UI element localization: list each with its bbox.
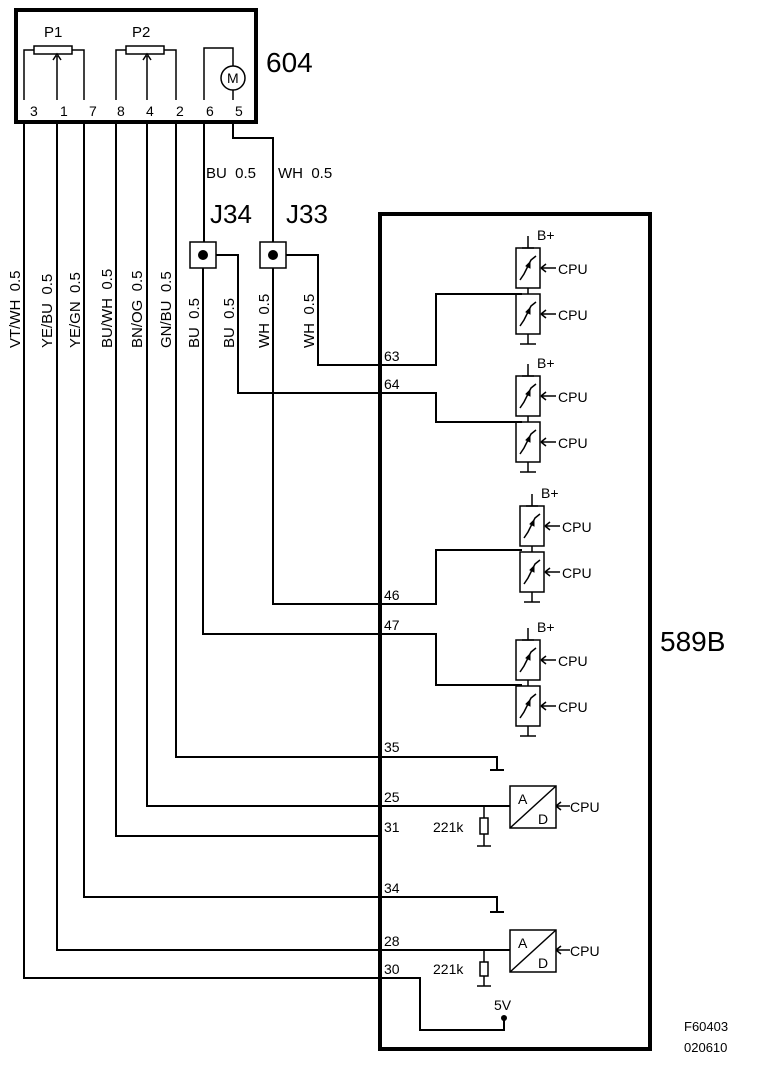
figure-date: 020610: [684, 1040, 727, 1055]
component-604-label: 604: [266, 47, 313, 78]
figure-reference: F60403 020610: [684, 1019, 728, 1055]
adc-1-d: D: [538, 811, 548, 827]
pins-589b: 63 64 46 47 35 25 31 34 28 30: [384, 348, 400, 977]
pin-34: 34: [384, 880, 400, 896]
cpu-label-3a: CPU: [562, 519, 592, 535]
supply-5v-label: 5V: [494, 997, 512, 1013]
wire-label-bu-top: BU 0.5: [206, 165, 256, 182]
cpu-label-1a: CPU: [558, 261, 588, 277]
junction-j34: J34: [189, 199, 252, 269]
wire-labels: BU 0.5 WH 0.5 VT/WH 0.5 YE/BU 0.5 YE/GN …: [7, 165, 332, 348]
cpu-label-3b: CPU: [562, 565, 592, 581]
pin-604-6: 6: [206, 103, 214, 119]
pin-46: 46: [384, 587, 400, 603]
potentiometer-p2: P2: [125, 24, 165, 68]
potentiometer-p1: P1: [33, 24, 73, 68]
pin-64: 64: [384, 376, 400, 392]
wire-label-vt-wh: VT/WH 0.5: [7, 270, 24, 348]
wires: [23, 122, 522, 1031]
wire-label-wh-1: WH 0.5: [256, 294, 273, 348]
wire-label-ye-gn: YE/GN 0.5: [67, 272, 84, 348]
pin-604-2: 2: [176, 103, 184, 119]
wire-label-bu-1: BU 0.5: [186, 298, 203, 348]
pin-28: 28: [384, 933, 400, 949]
wire-label-gn-bu: GN/BU 0.5: [158, 271, 175, 348]
wire-label-bu-2: BU 0.5: [221, 298, 238, 348]
adc-2-cpu: CPU: [570, 943, 600, 959]
pot1-label: P1: [44, 24, 62, 41]
cpu-label-2a: CPU: [558, 389, 588, 405]
wire-label-wh-top: WH 0.5: [278, 165, 332, 182]
pin-31: 31: [384, 819, 400, 835]
pin-47: 47: [384, 617, 400, 633]
figure-number: F60403: [684, 1019, 728, 1034]
wire-label-bn-og: BN/OG 0.5: [129, 270, 146, 348]
pin-604-1: 1: [60, 103, 68, 119]
pot2-label: P2: [132, 24, 150, 41]
resistor-221k-1: 221k: [433, 819, 464, 835]
bplus-label-3: B+: [541, 485, 559, 501]
component-589b-label: 589B: [660, 626, 725, 657]
bplus-label-1: B+: [537, 227, 555, 243]
wire-label-ye-bu: YE/BU 0.5: [39, 274, 56, 348]
cpu-label-4a: CPU: [558, 653, 588, 669]
junction-j33-label: J33: [286, 199, 328, 229]
junction-j34-label: J34: [210, 199, 252, 229]
cpu-label-2b: CPU: [558, 435, 588, 451]
pin-604-7: 7: [89, 103, 97, 119]
bplus-label-2: B+: [537, 355, 555, 371]
cpu-label-1b: CPU: [558, 307, 588, 323]
adc-2: A D CPU 221k: [433, 929, 600, 987]
pin-63: 63: [384, 348, 400, 364]
driver-stage-3: B+ CPU CPU: [519, 485, 592, 603]
adc-1-a: A: [518, 791, 528, 807]
cpu-label-4b: CPU: [558, 699, 588, 715]
driver-stage-2: B+ CPU CPU: [515, 355, 588, 473]
adc-2-a: A: [518, 935, 528, 951]
pin-35: 35: [384, 739, 400, 755]
pin-604-8: 8: [117, 103, 125, 119]
bplus-label-4: B+: [537, 619, 555, 635]
adc-2-d: D: [538, 955, 548, 971]
adc-1-cpu: CPU: [570, 799, 600, 815]
driver-stage-4: B+ CPU CPU: [515, 619, 588, 737]
adc-1: A D CPU 221k: [433, 785, 600, 847]
pin-604-5: 5: [235, 103, 243, 119]
wire-label-wh-2: WH 0.5: [301, 294, 318, 348]
driver-stage-1: B+ CPU CPU: [515, 227, 588, 345]
motor-label: M: [227, 70, 239, 86]
pin-604-3: 3: [30, 103, 38, 119]
resistor-221k-2: 221k: [433, 961, 464, 977]
pin-25: 25: [384, 789, 400, 805]
pin-30: 30: [384, 961, 400, 977]
component-604: 604 P1 P2 M 3 1 7 8 4 2 6 5: [14, 8, 313, 124]
supply-5v: 5V: [494, 997, 512, 1021]
component-589b: 589B: [378, 212, 725, 1051]
pin-604-4: 4: [146, 103, 154, 119]
wire-label-bu-wh: BU/WH 0.5: [99, 269, 116, 348]
motor: M: [220, 65, 246, 91]
